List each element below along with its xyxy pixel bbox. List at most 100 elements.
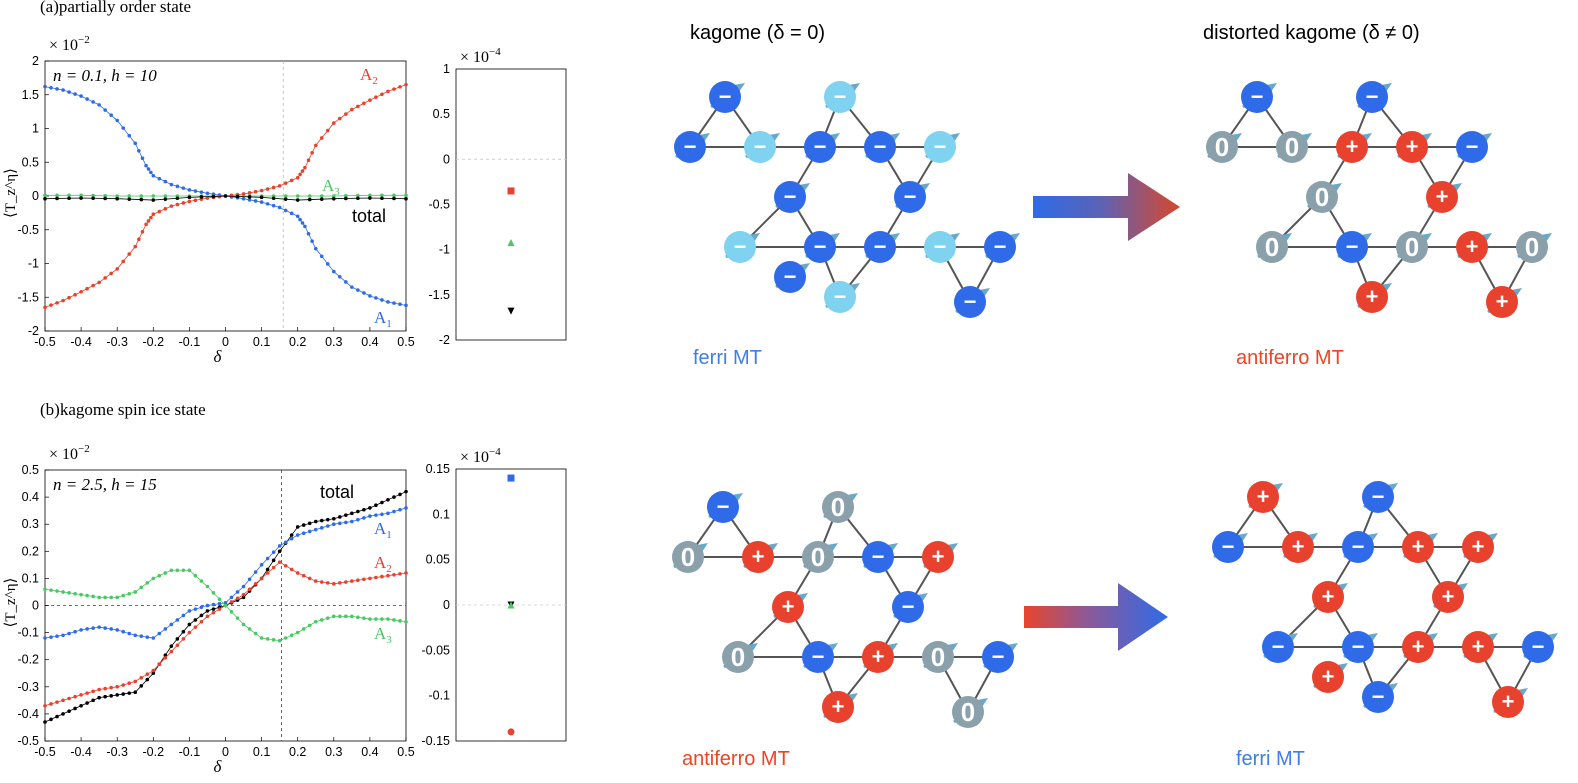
site-circle [1312, 581, 1344, 613]
b-xlabel: δ [214, 757, 223, 776]
b-point-total [356, 509, 360, 514]
a-xtick-label: 0.2 [289, 335, 306, 349]
spin-arrowhead [1457, 583, 1468, 592]
a-point-A3 [295, 194, 300, 198]
a-point-total [259, 195, 264, 200]
site-circle [924, 131, 956, 163]
b-point-total [133, 690, 138, 695]
spin-arrowhead [889, 133, 900, 142]
site-symbol: + [1412, 634, 1425, 659]
b-point-A2 [145, 672, 150, 676]
a-ytick-label: -0.5 [17, 223, 39, 237]
b-point-A3 [229, 610, 234, 614]
site-node: 0 [1516, 231, 1552, 263]
b-point-A3 [217, 597, 222, 601]
b-point-A2 [350, 579, 354, 583]
spin-arrowhead [1481, 133, 1492, 142]
a-point-A1 [362, 291, 366, 295]
b-ytick-label: 0.4 [22, 490, 39, 504]
b-point-A3 [127, 591, 132, 596]
a-point-A2 [43, 305, 47, 310]
a-point-A2 [300, 169, 305, 173]
site-circle [1462, 631, 1494, 663]
a-point-A1 [295, 214, 300, 219]
site-symbol: − [1352, 534, 1365, 559]
b-xtick-label: 0.3 [325, 745, 342, 759]
site-circle [1336, 131, 1368, 163]
a-point-A2 [319, 136, 324, 140]
site-symbol: − [812, 644, 825, 669]
a-point-A1 [271, 203, 276, 208]
site-symbol: + [1442, 584, 1455, 609]
a-point-total [91, 196, 95, 201]
a-point-A1 [199, 190, 204, 194]
site-circle [822, 691, 854, 723]
site-circle [1356, 281, 1388, 313]
b-point-A2 [253, 582, 258, 586]
a-label-A3: A3 [322, 176, 340, 198]
spin-arrowhead [767, 543, 778, 552]
a-point-total [127, 197, 132, 201]
b-point-total [73, 706, 77, 711]
a-point-A1 [313, 246, 318, 251]
site-circle [1282, 531, 1314, 563]
a-point-A2 [392, 87, 396, 91]
b-point-A1 [344, 520, 348, 525]
site-symbol: + [1366, 284, 1379, 309]
a-point-A1 [259, 200, 264, 204]
b-point-A3 [175, 568, 180, 573]
a-xtick-label: 0.5 [397, 335, 414, 349]
b-point-total [85, 701, 89, 705]
b-point-A3 [85, 593, 89, 598]
site-symbol: − [874, 134, 887, 159]
a-point-A2 [115, 267, 119, 271]
a-ylabel: ⟨T_z^η⟩ [3, 168, 19, 218]
site-circle [1362, 481, 1394, 513]
a-point-A2 [380, 92, 384, 97]
a-point-A1 [79, 94, 83, 98]
b-point-A2 [247, 587, 252, 592]
a-ytick-label: 2 [32, 54, 39, 68]
b-point-A3 [235, 616, 240, 620]
b-side-exponent: × 10−4 [460, 446, 501, 466]
spin-arrowhead [1421, 133, 1432, 142]
site-symbol: + [1502, 689, 1515, 714]
spin-arrowhead [1231, 133, 1242, 142]
a-side-ytick-label: -1.5 [428, 288, 450, 302]
site-circle [862, 541, 894, 573]
site-node: − [1241, 81, 1277, 113]
b-point-A1 [325, 524, 330, 528]
spin-arrowhead [799, 263, 810, 272]
site-symbol: 0 [1405, 232, 1419, 262]
site-circle [1306, 181, 1338, 213]
a-point-A1 [193, 189, 198, 193]
spin-arrowhead [1517, 688, 1528, 697]
site-node: + [1432, 581, 1468, 613]
a-point-A1 [350, 285, 354, 289]
spin-arrowhead [827, 643, 838, 652]
b-point-A1 [193, 607, 198, 611]
a-point-A3 [151, 194, 156, 198]
a-point-A2 [338, 116, 342, 121]
site-node: + [1492, 686, 1528, 718]
b-point-A3 [205, 584, 210, 589]
spin-arrowhead [1381, 83, 1392, 92]
b-point-A1 [229, 595, 234, 600]
b-point-A1 [404, 506, 408, 510]
a-point-total [55, 196, 59, 201]
site-node: + [1396, 131, 1432, 163]
site-node: − [924, 131, 960, 163]
a-point-total [139, 197, 144, 202]
site-symbol: − [784, 184, 797, 209]
b-point-A1 [356, 517, 360, 522]
site-circle [1402, 531, 1434, 563]
b-point-A2 [283, 563, 288, 568]
a-point-total [115, 196, 119, 201]
site-circle [672, 541, 704, 573]
b-point-A1 [103, 626, 107, 630]
a-point-A2 [97, 280, 101, 285]
site-circle [1426, 181, 1458, 213]
b-point-A3 [313, 619, 318, 624]
spin-arrowhead [849, 83, 860, 92]
b-point-A3 [91, 594, 95, 599]
